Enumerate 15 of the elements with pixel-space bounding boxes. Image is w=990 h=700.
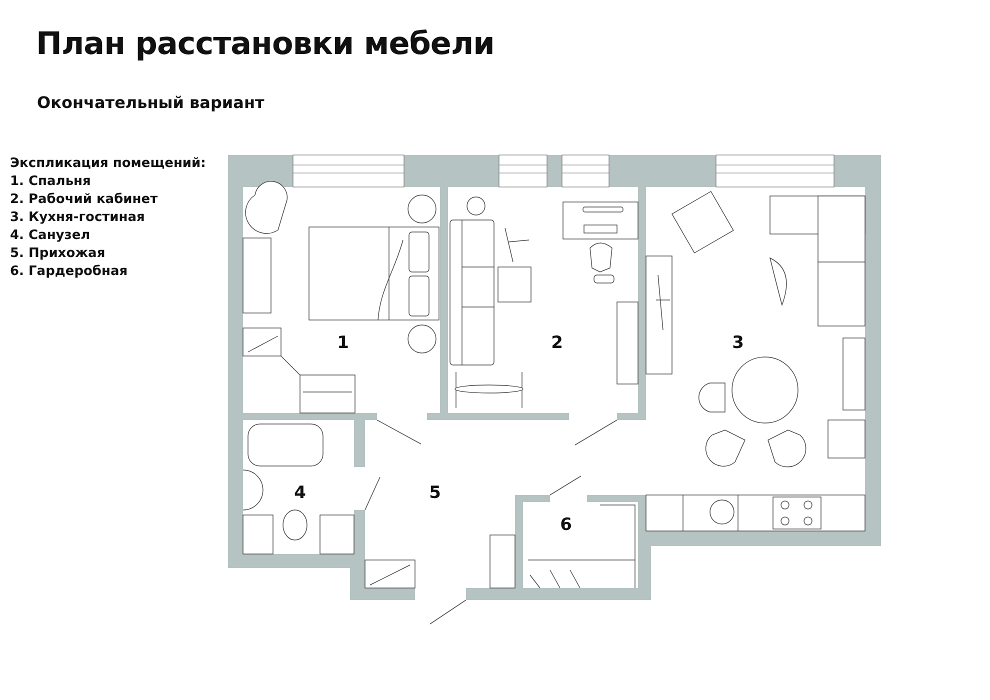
room-number: 5 xyxy=(429,483,441,503)
room-number: 6 xyxy=(560,515,572,535)
explication-heading: Экспликация помещений: xyxy=(10,155,206,173)
page-title: План расстановки мебели xyxy=(36,26,494,62)
room-list-item: 6. Гардеробная xyxy=(10,263,129,281)
room-list-item: 2. Рабочий кабинет xyxy=(10,191,159,209)
room-number: 2 xyxy=(551,333,563,353)
room-number: 4 xyxy=(294,483,306,503)
room-number: 3 xyxy=(732,333,744,353)
variant-heading: Окончательный вариант xyxy=(37,93,264,112)
room-list-item: 4. Санузел xyxy=(10,227,92,245)
room-list-item: 3. Кухня-гостиная xyxy=(10,209,146,227)
room-list-item: 1. Спальня xyxy=(10,173,92,191)
room-number: 1 xyxy=(337,333,349,353)
room-list-item: 5. Прихожая xyxy=(10,245,106,263)
